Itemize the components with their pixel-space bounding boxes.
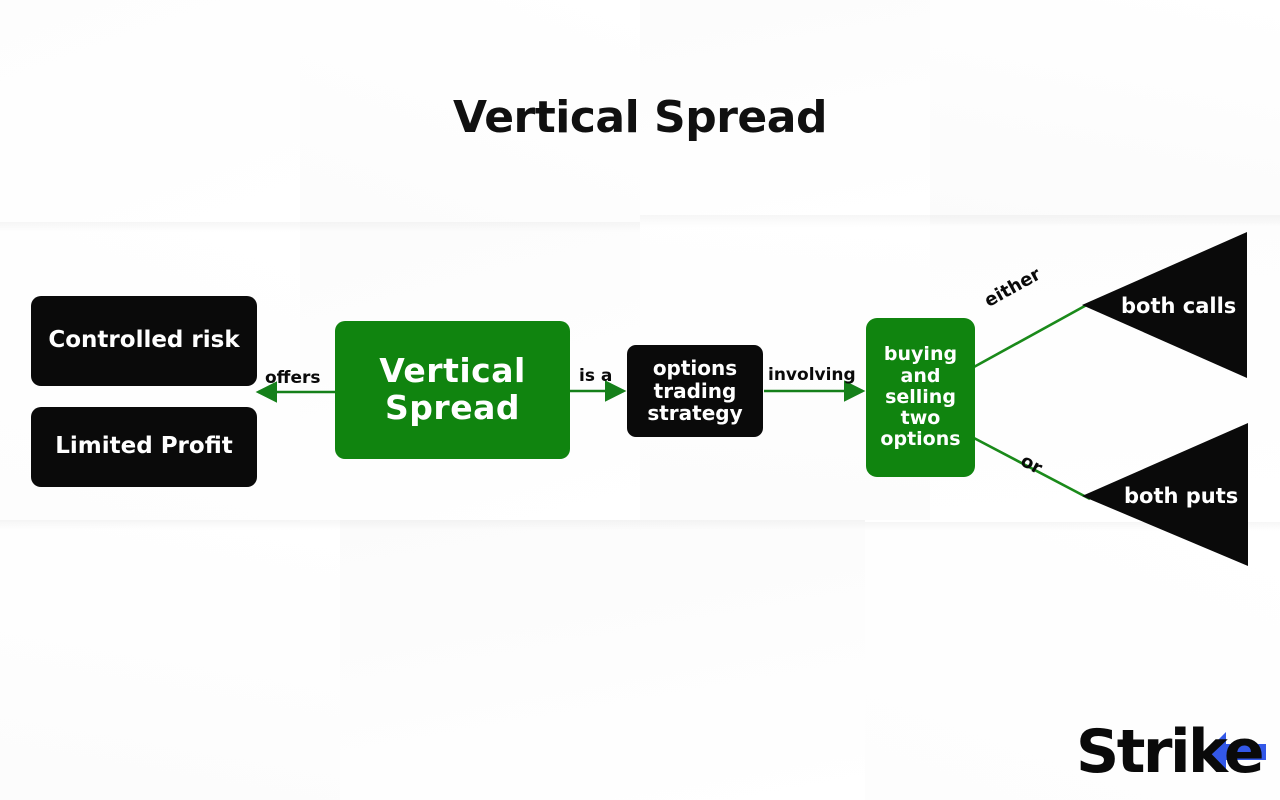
page-title: Vertical Spread [453, 92, 827, 143]
node-both-calls-label: both calls [1121, 294, 1237, 318]
background-seam [0, 222, 640, 232]
node-vertical-spread[interactable]: Vertical Spread [335, 321, 570, 459]
background-panel [0, 522, 340, 800]
edge-label-is-a: is a [579, 366, 613, 386]
strike-logo-text: Strike [1076, 717, 1265, 787]
node-buying-and-selling-two-options[interactable]: buying and selling two options [866, 318, 975, 477]
node-options-trading-strategy-label: options trading strategy [647, 356, 743, 426]
edge-either-line [962, 300, 1093, 375]
node-options-trading-strategy[interactable]: options trading strategy [627, 345, 763, 437]
background-panel [340, 520, 865, 800]
background-seam [640, 215, 1280, 227]
node-vertical-spread-label: Vertical Spread [379, 351, 526, 427]
strike-logo[interactable]: Strike [1070, 716, 1270, 788]
edge-label-involving: involving [768, 365, 856, 385]
edge-label-offers: offers [265, 368, 321, 388]
background-panel [930, 224, 1280, 520]
node-both-puts-label: both puts [1124, 484, 1239, 508]
node-controlled-risk[interactable]: Controlled risk [31, 296, 257, 386]
background-seam [865, 522, 1280, 531]
node-buying-and-selling-two-options-label: buying and selling two options [880, 343, 961, 451]
node-limited-profit-label: Limited Profit [55, 433, 233, 460]
node-controlled-risk-label: Controlled risk [48, 327, 240, 354]
strike-logo-arrow-icon [1206, 732, 1266, 772]
background-seam [0, 520, 865, 530]
edge-label-or: or [1016, 450, 1046, 479]
edge-label-either: either [980, 263, 1045, 312]
node-limited-profit[interactable]: Limited Profit [31, 407, 257, 487]
